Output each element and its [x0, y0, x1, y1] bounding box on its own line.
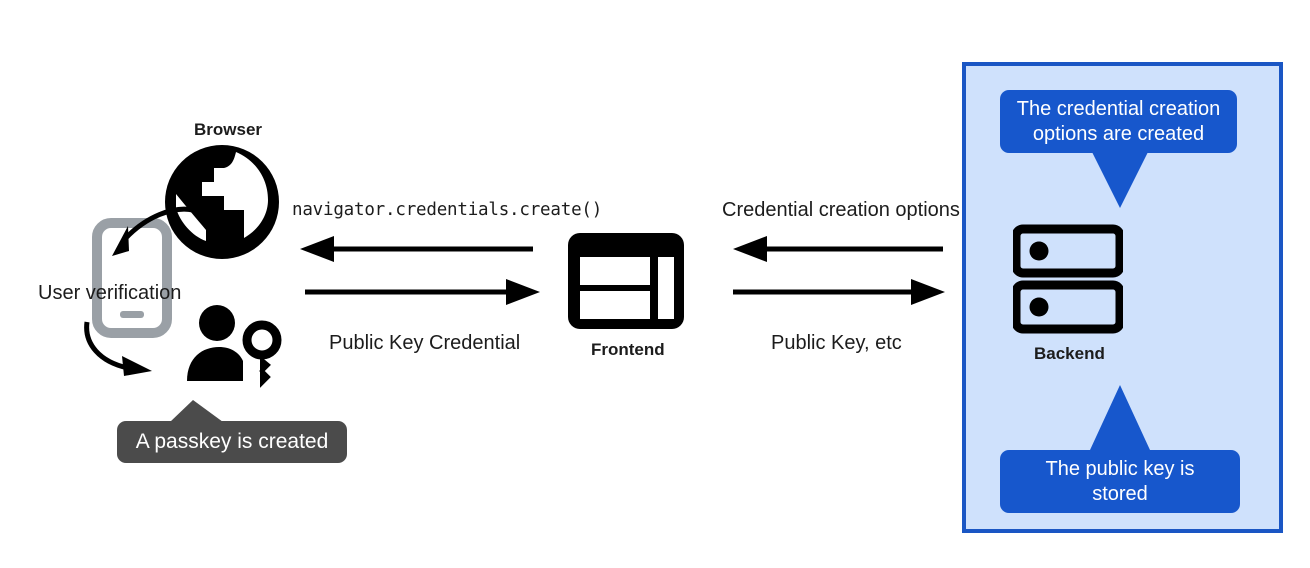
server-stack-icon [1011, 224, 1125, 334]
arrow-backend-to-frontend-icon [733, 236, 945, 262]
node-label-backend: Backend [1034, 344, 1105, 363]
flow-label-public-key-credential: Public Key Credential [329, 332, 521, 354]
callout-pointer-up-icon [1090, 385, 1150, 450]
globe-icon [162, 142, 282, 262]
dashboard-window-icon [566, 231, 686, 331]
annotation-user-verification: User verification [38, 282, 182, 304]
callout-line-1: The public key is [1045, 457, 1195, 480]
tooltip-pointer-up-icon [170, 400, 223, 422]
person-with-key-icon [185, 305, 290, 390]
callout-line-1: The credential creation [1016, 97, 1221, 120]
callout-pointer-down-icon [1090, 148, 1150, 208]
arrow-device-to-user-icon [80, 318, 195, 388]
callout-line-2: stored [1092, 482, 1148, 505]
callout-line-2: options are created [1032, 122, 1205, 145]
flow-label-navigator-credentials-create: navigator.credentials.create() [292, 200, 603, 220]
node-label-frontend: Frontend [591, 340, 665, 359]
flow-label-public-key-etc: Public Key, etc [771, 332, 902, 354]
arrow-browser-to-device-icon [88, 196, 198, 286]
arrow-frontend-to-browser-icon [300, 236, 535, 262]
node-label-browser: Browser [194, 120, 263, 139]
flow-label-credential-creation-options: Credential creation options [722, 199, 960, 221]
arrow-browser-to-frontend-icon [305, 279, 540, 305]
tooltip-passkey-created: A passkey is created [117, 421, 347, 463]
callout-public-key-stored: The public key is stored [1000, 450, 1240, 513]
mobile-device-icon [92, 218, 172, 338]
arrow-frontend-to-backend-icon [733, 279, 945, 305]
callout-credential-options-created: The credential creation options are crea… [1000, 90, 1237, 153]
